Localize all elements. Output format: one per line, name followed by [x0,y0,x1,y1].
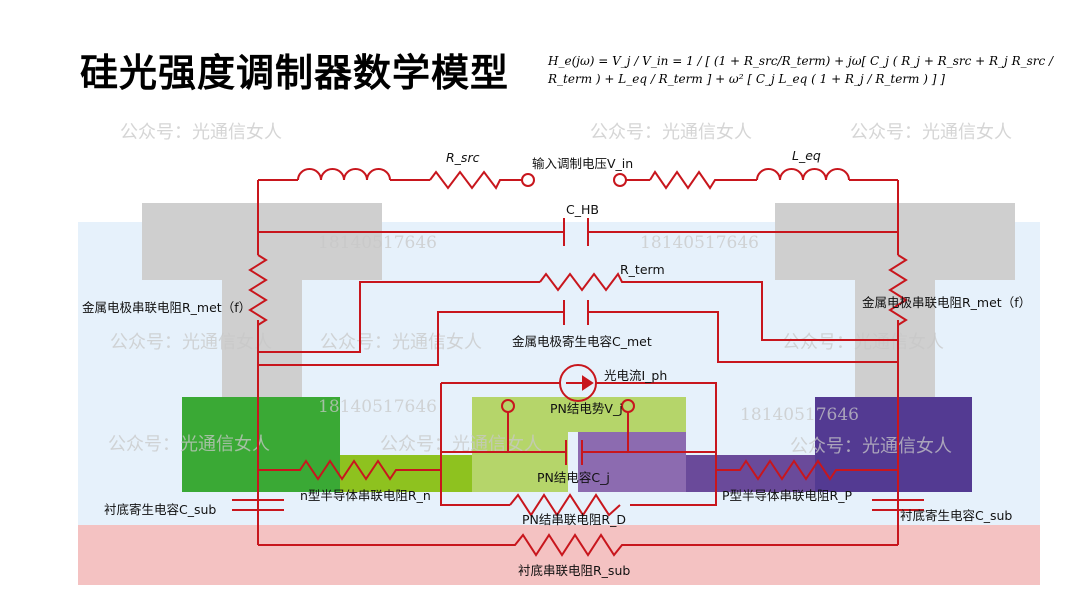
transfer-function-formula: H_e(jω) = V_j / V_in = 1 / [ (1 + R_src/… [548,54,1054,86]
watermark-account: 公众号：光通信女人 [120,122,282,143]
watermark-phone: 18140517646 [318,233,437,253]
p-plus-region [815,397,972,492]
label-c-met: 金属电极寄生电容C_met [512,334,652,349]
l-eq-resistor [649,170,757,190]
watermark-phone: 18140517646 [740,405,859,425]
watermark-account: 公众号：光通信女人 [790,436,952,457]
page-title: 硅光强度调制器数学模型 [80,51,510,95]
c-met-capacitor [258,300,898,366]
photocurrent-source [559,364,597,402]
c-sub-left-capacitor [232,499,284,511]
label-r-src: R_src [446,150,480,165]
watermark-account: 公众号：光通信女人 [782,332,944,353]
r-p-resistor [716,459,898,481]
c-hb-capacitor [258,218,898,246]
c-j-capacitor [441,440,716,465]
label-l-eq: L_eq [792,148,821,163]
watermark-account: 公众号：光通信女人 [110,332,272,353]
p-rib-region [578,432,686,492]
photocurrent-arrowhead [582,375,594,391]
r-sub-resistor [258,533,898,557]
label-r-sub: 衬底串联电阻R_sub [518,563,630,578]
vin-terminal-right [613,173,627,187]
r-src-resistor [429,170,522,190]
label-r-p: P型半导体串联电阻R_P [722,488,852,503]
substrate-region [78,525,1040,585]
n-rib-region [472,397,686,492]
watermark-account: 公众号：光通信女人 [108,434,270,455]
watermark-account: 公众号：光通信女人 [850,122,1012,143]
watermark-account: 公众号：光通信女人 [590,122,752,143]
label-c-hb: C_HB [566,202,599,217]
left-metal-electrode [142,203,382,397]
label-r-d: PN结串联电阻R_D [522,512,626,527]
vin-terminal-left [521,173,535,187]
r-n-resistor [258,459,441,481]
watermark-phone: 18140517646 [318,397,437,417]
label-v-j: PN结电势V_j [550,401,623,416]
r-met-left-resistor [248,254,268,326]
r-d-resistor [509,493,621,517]
n-plus-region [182,397,340,492]
l-eq-inductor [756,168,850,181]
label-i-ph: 光电流I_ph [604,368,667,383]
label-r-n: n型半导体串联电阻R_n [300,488,431,503]
r-met-right-resistor [888,254,908,326]
label-r-term: R_term [620,262,665,277]
label-c-sub-left: 衬底寄生电容C_sub [104,502,216,517]
p-slab-region [686,455,815,492]
label-c-j: PN结电容C_j [537,470,610,485]
watermark-account: 公众号：光通信女人 [380,434,542,455]
label-r-met-right: 金属电极串联电阻R_met（f） [862,295,1031,310]
label-c-sub-right: 衬底寄生电容C_sub [900,508,1012,523]
label-v-in: 输入调制电压V_in [532,156,633,171]
c-sub-right-capacitor [872,499,924,511]
watermark-phone: 18140517646 [640,233,759,253]
r-term-resistor [539,272,898,341]
n-slab-region [340,455,472,492]
watermark-account: 公众号：光通信女人 [320,332,482,353]
source-inductor [297,168,391,181]
circuit-wires [232,168,924,557]
label-r-met-left: 金属电极串联电阻R_met（f） [82,300,251,315]
